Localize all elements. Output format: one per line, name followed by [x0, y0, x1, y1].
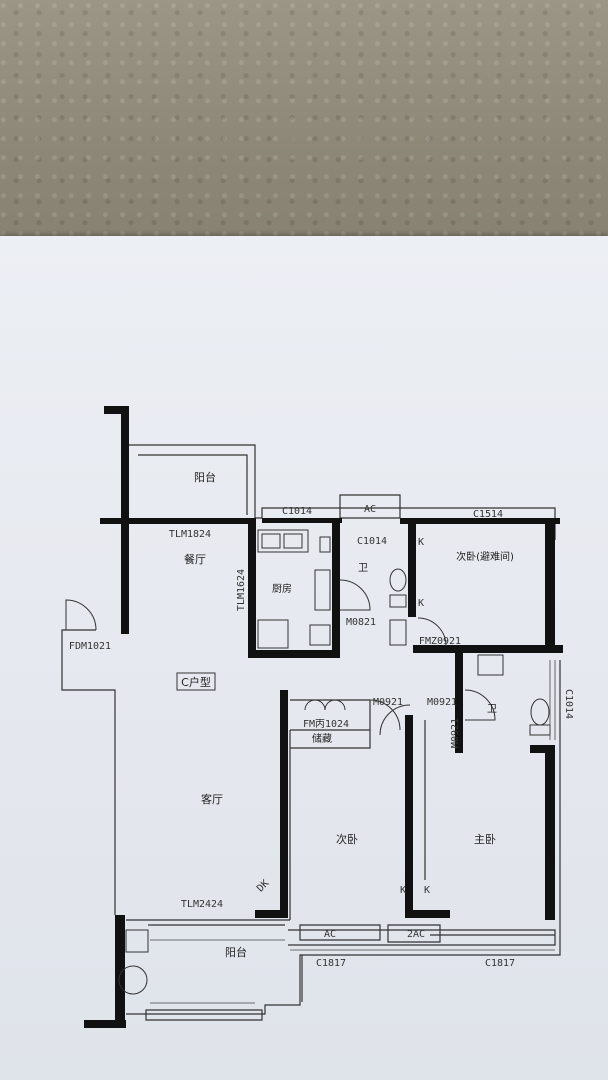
plan-window-marks — [150, 660, 556, 1004]
code-tlm1824: TLM1824 — [169, 529, 211, 540]
room-bath-2: 卫 — [487, 704, 497, 715]
code-fm1024: FM丙1024 — [303, 719, 349, 730]
code-k-3: K — [400, 885, 406, 896]
unit-type-box — [176, 672, 216, 691]
code-tlm1624: TLM1624 — [236, 569, 247, 611]
room-kitchen: 厨房 — [272, 582, 292, 595]
code-c1014-top: C1014 — [282, 506, 312, 517]
code-m0821: M0821 — [346, 617, 376, 628]
room-master-bed: 主卧 — [474, 833, 496, 846]
code-fdm1021: FDM1021 — [69, 641, 111, 652]
plan-outline — [61, 444, 561, 1021]
room-living: 客厅 — [201, 792, 223, 806]
room-bath-1: 卫 — [358, 563, 368, 574]
room-dining: 餐厅 — [184, 552, 206, 566]
room-second-bed: 次卧 — [336, 832, 358, 846]
code-c1817-a: C1817 — [316, 958, 346, 969]
room-labels: 阳台 餐厅 厨房 卫 次卧(避难间) C户型 储藏 卫 客厅 次卧 主卧 阳台 — [176, 470, 514, 959]
code-c1014-bath: C1014 — [357, 536, 387, 547]
room-balcony-top: 阳台 — [194, 470, 216, 484]
room-balcony-bottom: 阳台 — [225, 945, 247, 959]
code-k-2: K — [418, 598, 424, 609]
element-codes: TLM1824 C1014 AC C1014 C1514 TLM1624 FDM… — [69, 504, 574, 969]
code-c1514: C1514 — [473, 509, 503, 520]
code-tlm2424: TLM2424 — [181, 899, 223, 910]
code-c1817-b: C1817 — [485, 958, 515, 969]
code-m0921-a: M0921 — [373, 697, 403, 708]
plan-walls — [84, 406, 563, 1028]
plan-fixtures — [118, 529, 551, 995]
plan-door-swings — [65, 579, 496, 736]
code-k-4: K — [424, 885, 430, 896]
room-storage: 储藏 — [312, 732, 332, 745]
code-ac-bottom: AC — [324, 929, 336, 940]
room-second-bed-refuge: 次卧(避难间) — [456, 550, 514, 563]
unit-type: C户型 — [181, 675, 211, 689]
wall-background — [0, 0, 608, 240]
code-k-1: K — [418, 537, 424, 548]
code-ac-top: AC — [364, 504, 376, 515]
code-m0921-b: M0921 — [427, 697, 457, 708]
code-fmz0921: FMZ0921 — [419, 636, 461, 647]
code-dk: DK — [255, 878, 271, 894]
code-m0921-c: M0921 — [450, 718, 461, 748]
code-2ac: 2AC — [407, 929, 425, 940]
code-c1014-right: C1014 — [563, 689, 574, 719]
